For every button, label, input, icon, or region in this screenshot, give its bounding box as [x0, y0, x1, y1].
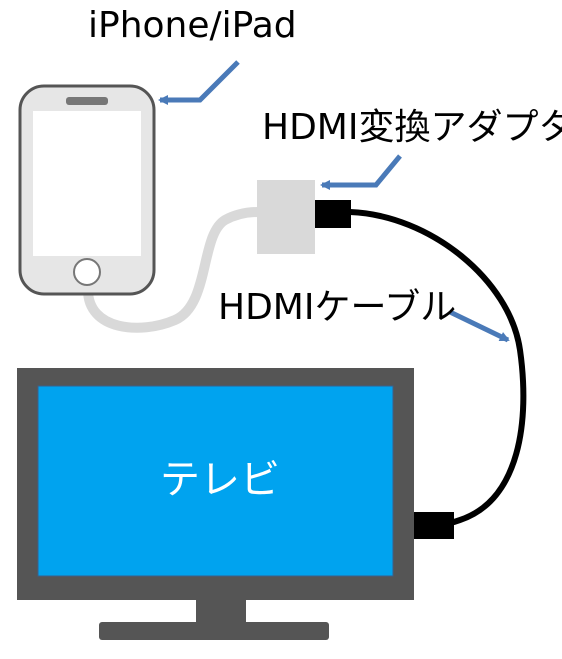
adapter-hdmi-plug	[315, 200, 351, 228]
phone-screen	[33, 111, 141, 256]
tv-stand-base	[99, 622, 329, 640]
tv-stand-neck	[196, 600, 246, 622]
adapter-body	[257, 180, 315, 254]
hdmi-cable	[347, 209, 527, 525]
phone-home-button	[73, 258, 101, 286]
cable-label: HDMIケーブル	[218, 287, 457, 328]
tv-hdmi-plug	[414, 512, 454, 539]
adapter-arrow	[320, 154, 402, 190]
phone-speaker	[66, 97, 108, 105]
phone-device	[18, 84, 156, 296]
device-arrow	[158, 60, 240, 105]
adapter-label: HDMI変換アダプタ	[262, 107, 562, 148]
tv-label: テレビ	[160, 457, 280, 503]
lightning-cable	[83, 207, 263, 333]
hdmi-adapter	[257, 180, 351, 254]
device-label: iPhone/iPad	[88, 5, 297, 46]
tv-screen	[37, 385, 394, 577]
television	[17, 368, 454, 640]
cable-arrow	[448, 309, 510, 343]
